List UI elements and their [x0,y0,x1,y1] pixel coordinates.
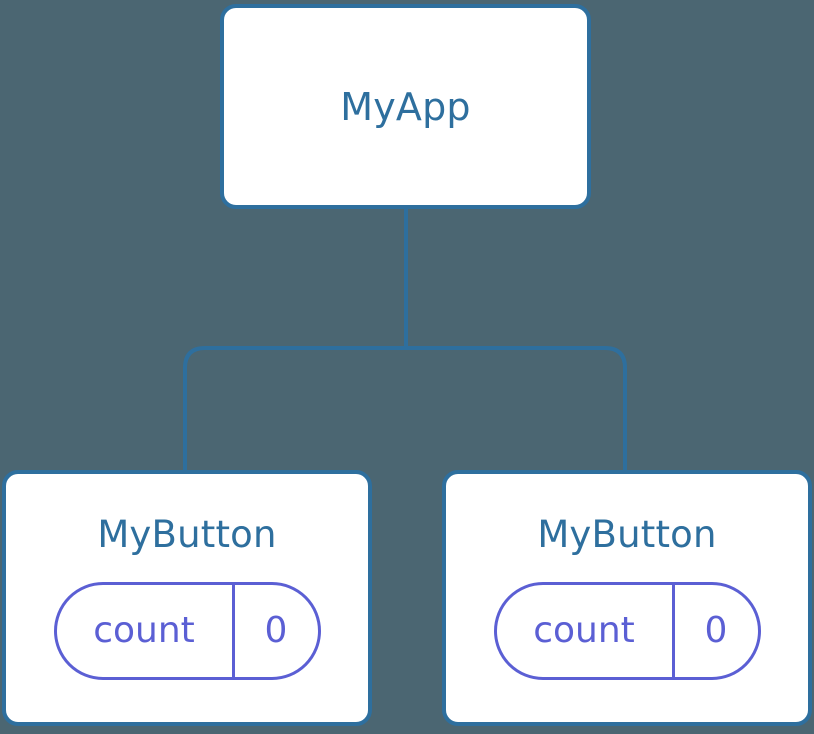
state-pill-key: count [533,610,635,651]
component-node-label: MyApp [340,84,471,129]
component-node-label: MyButton [537,513,717,556]
state-pill-value[interactable]: 0 [671,585,758,677]
state-pill-key: count [93,610,195,651]
edge-root-to-child-left [183,346,406,470]
state-pill-value[interactable]: 0 [231,585,318,677]
state-pill[interactable]: count 0 [53,582,321,680]
edge-root-to-child-right [406,346,627,470]
component-node-root[interactable]: MyApp [220,4,591,209]
component-node-child-2[interactable]: MyButton count 0 [442,470,812,726]
state-pill[interactable]: count 0 [493,582,761,680]
component-node-label: MyButton [97,513,277,556]
component-node-child-1[interactable]: MyButton count 0 [2,470,372,726]
